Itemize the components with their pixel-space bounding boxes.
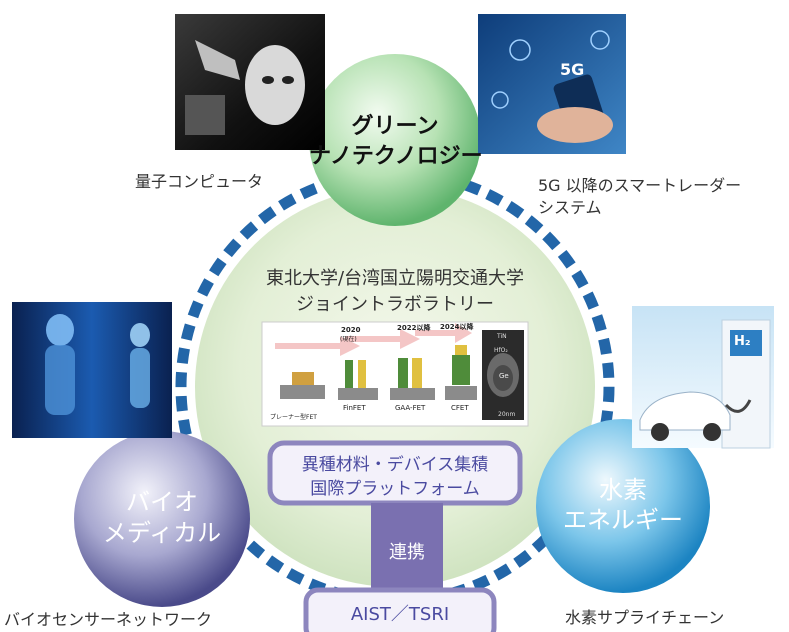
roadmap-year-2020: 2020 bbox=[341, 326, 361, 334]
roadmap-year-2024: 2024以降 bbox=[440, 323, 474, 331]
lab-title-line1: 東北大学/台湾国立陽明交通大学 bbox=[265, 268, 525, 289]
roadmap-year-2022: 2022以降 bbox=[397, 324, 431, 332]
transistor-roadmap-image bbox=[261, 321, 529, 427]
bio-circle-line2: メディカル bbox=[102, 519, 222, 547]
partner-label: AIST／TSRI bbox=[350, 604, 450, 625]
roadmap-finfet-label: FinFET bbox=[343, 404, 366, 412]
hydrogen-circle-line1: 水素 bbox=[599, 476, 647, 504]
platform-line1: 異種材料・デバイス集積 bbox=[301, 455, 489, 475]
roadmap-tin-label: TiN bbox=[497, 333, 507, 340]
partner-box bbox=[303, 587, 497, 632]
smart-radar-photo bbox=[478, 14, 626, 154]
bio-circle-line1: バイオ bbox=[126, 488, 198, 516]
link-label: 連携 bbox=[389, 542, 425, 563]
green-nanotech-circle bbox=[309, 54, 481, 226]
h2-photo-label: H₂ bbox=[734, 334, 751, 349]
bio-sensor-caption: バイオセンサーネットワーク bbox=[4, 610, 213, 629]
roadmap-gaafet-label: GAA-FET bbox=[395, 404, 426, 412]
hydrogen-chain-caption: 水素サプライチェーン bbox=[565, 608, 725, 627]
platform-line2: 国際プラットフォーム bbox=[310, 479, 480, 499]
bio-body-photo bbox=[12, 302, 172, 438]
roadmap-scale-label: 20nm bbox=[498, 411, 516, 418]
smart-radar-caption-line2: システム bbox=[538, 198, 602, 217]
green-circle-line2: ナノテクノロジー bbox=[309, 144, 483, 169]
quantum-computer-caption: 量子コンピュータ bbox=[135, 172, 264, 191]
roadmap-year-2020-sub: (現在) bbox=[340, 336, 357, 343]
bio-medical-circle bbox=[74, 431, 250, 607]
hydrogen-car-photo bbox=[632, 306, 774, 449]
roadmap-cfet-label: CFET bbox=[451, 404, 469, 412]
link-bar bbox=[371, 503, 443, 591]
quantum-computer-photo bbox=[175, 14, 325, 150]
green-circle-line1: グリーン bbox=[351, 114, 439, 139]
fiveg-photo-label: 5G bbox=[560, 60, 585, 79]
hydrogen-energy-circle bbox=[536, 419, 710, 593]
roadmap-ge-label: Ge bbox=[499, 372, 509, 380]
roadmap-planar-label: プレーナー型FET bbox=[270, 414, 317, 421]
hydrogen-circle-line2: エネルギー bbox=[563, 506, 683, 534]
smart-radar-caption-line1: 5G 以降のスマートレーダー bbox=[538, 176, 742, 195]
roadmap-hfo2-label: HfO₂ bbox=[494, 347, 508, 354]
lab-title-line2: ジョイントラボラトリー bbox=[296, 294, 494, 315]
